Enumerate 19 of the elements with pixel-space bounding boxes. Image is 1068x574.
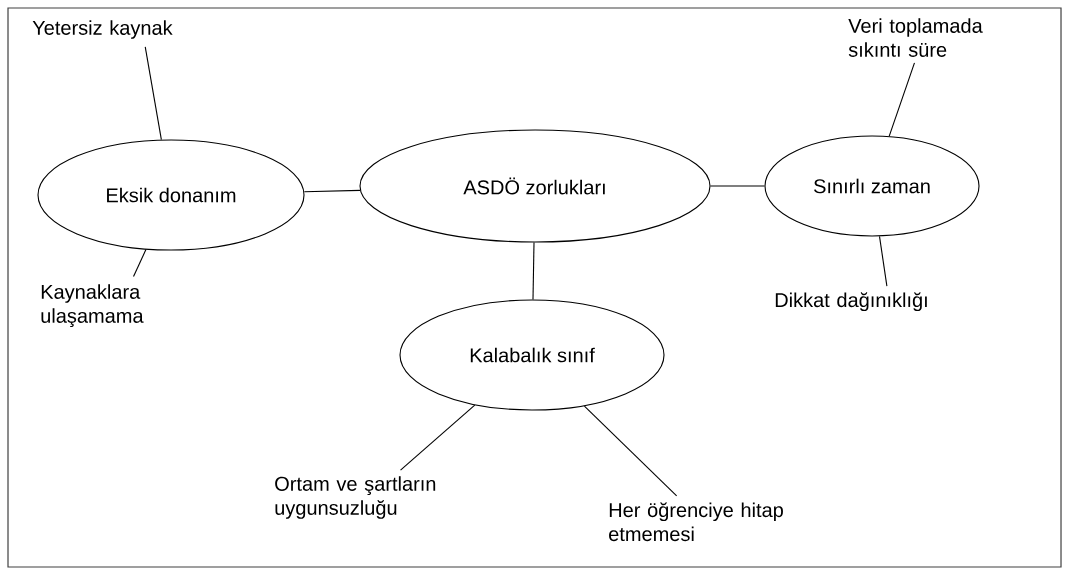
connector-line [133, 249, 147, 278]
connector-line [878, 235, 888, 287]
connector-line [303, 189, 361, 193]
connector-line [583, 405, 678, 497]
connector-line [888, 62, 916, 137]
ellipse-node: ASDÖ zorlukları [359, 129, 711, 243]
ellipse-node: Eksik donanım [37, 139, 305, 251]
connector-line [532, 242, 535, 300]
leaf-text: Kaynaklara ulaşamama [41, 284, 144, 327]
leaf-text: Ortam ve şartların uygunsuzluğu [275, 476, 436, 519]
ellipse-node: Sınırlı zaman [764, 135, 980, 237]
connector-line [144, 46, 162, 141]
leaf-text: Veri toplamada sıkıntı süre [848, 18, 983, 57]
connector-line [400, 404, 476, 471]
ellipse-node: Kalabalık sınıf [399, 299, 665, 411]
connector-line [710, 185, 765, 187]
leaf-text: Her öğrenciye hitap etmemesi [609, 502, 783, 542]
leaf-text: Dikkat dağınıklığı [775, 292, 927, 312]
leaf-text: Yetersiz kaynak [32, 20, 173, 39]
